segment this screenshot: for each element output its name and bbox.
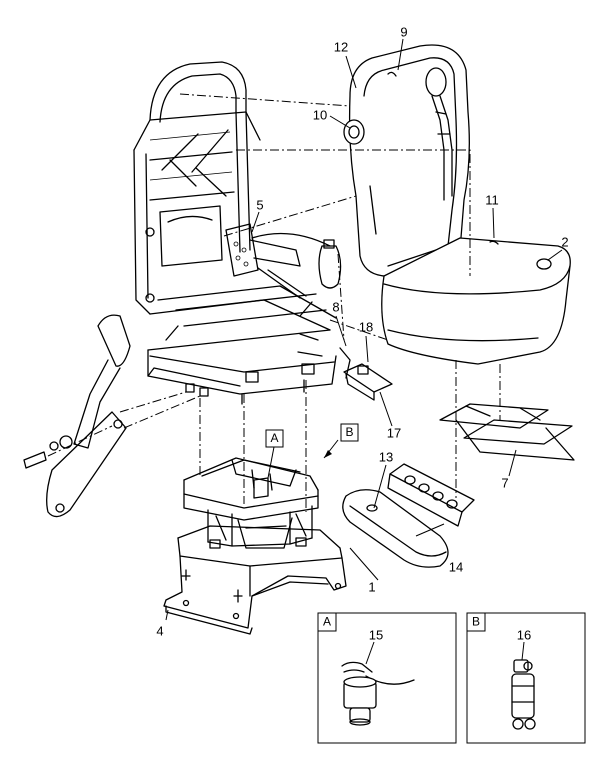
damper-part-16 [511, 641, 536, 730]
control-lever [339, 347, 393, 401]
callout-1: 1 [368, 579, 375, 594]
detail-b-label: B [472, 615, 480, 629]
callout-2: 2 [561, 234, 568, 249]
back-cushion [343, 44, 470, 277]
seat-springs [439, 403, 575, 461]
callout-16: 16 [517, 627, 531, 642]
view-indicator-b-box [340, 423, 359, 442]
callout-7: 7 [501, 475, 508, 490]
sensor-part-15 [341, 641, 415, 726]
armrest-bracket [387, 463, 475, 527]
callout-15: 15 [369, 627, 383, 642]
view-indicator-a-box [265, 429, 284, 448]
suspension-assembly [183, 457, 319, 549]
detail-box-a: A [317, 612, 457, 744]
callout-11: 11 [485, 192, 499, 207]
callout-18: 18 [359, 319, 373, 334]
view-indicator-a-label: A [270, 431, 278, 445]
callout-17: 17 [387, 425, 401, 440]
callout-4: 4 [156, 623, 163, 638]
callout-numbers: 9 12 10 5 11 2 8 18 17 13 7 14 1 4 15 16 [156, 24, 568, 642]
callout-10: 10 [313, 107, 327, 122]
base-bracket [163, 525, 347, 635]
callout-5: 5 [256, 197, 263, 212]
armrest [23, 314, 201, 518]
seat-base-frame [147, 285, 337, 512]
recline-mechanism [225, 223, 342, 299]
callout-12: 12 [334, 39, 348, 54]
view-indicators: A B [265, 423, 359, 479]
armrest-pad [342, 489, 449, 568]
callout-14: 14 [449, 559, 463, 574]
view-indicator-b-label: B [345, 425, 353, 439]
callout-13: 13 [379, 449, 393, 464]
callout-8: 8 [332, 299, 339, 314]
backrest-frame [133, 61, 261, 315]
seat-cushion [381, 237, 571, 365]
detail-a-label: A [323, 615, 331, 629]
leader-lines [165, 38, 563, 621]
alignment-lines [179, 93, 501, 498]
callout-9: 9 [400, 24, 407, 39]
detail-box-b: B [466, 612, 586, 744]
